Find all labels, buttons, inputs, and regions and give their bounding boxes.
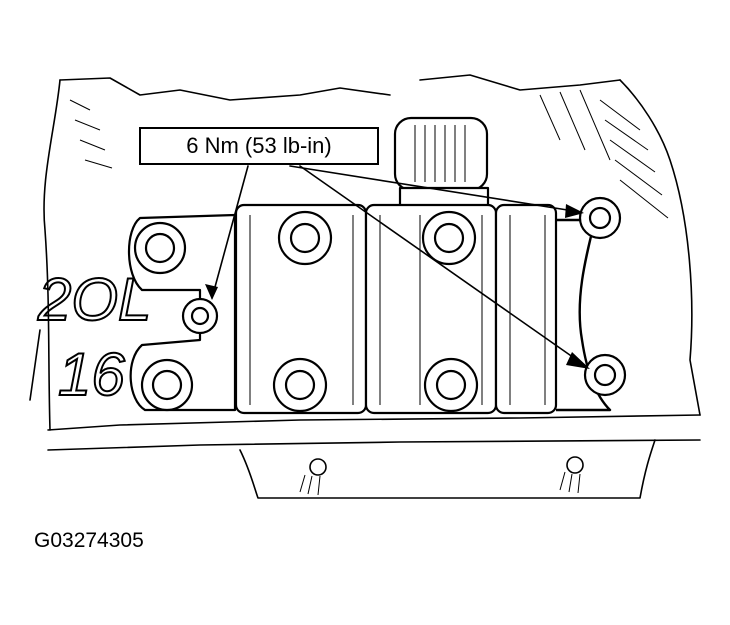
arrowhead-lower-right-bolt — [566, 352, 590, 369]
arrow-to-lower-right-bolt — [299, 165, 588, 368]
casting-engraving: 2OL 16 — [36, 265, 152, 409]
left-bracket — [127, 213, 237, 412]
arrow-to-center-bolt — [211, 165, 249, 299]
right-bolts — [578, 196, 627, 397]
torque-label: 6 Nm (53 lb-in) — [186, 133, 332, 158]
arrowhead-center-bolt — [205, 284, 218, 300]
figure-id: G03274305 — [34, 529, 144, 552]
leader-arrows — [205, 165, 590, 369]
lower-details — [299, 456, 584, 496]
engraving-line2: 16 — [58, 341, 125, 408]
coil-bolts — [272, 210, 479, 413]
torque-callout: 6 Nm (53 lb-in) — [139, 127, 379, 165]
arrowhead-upper-right-bolt — [565, 204, 584, 218]
arrow-to-upper-right-bolt — [289, 165, 581, 213]
